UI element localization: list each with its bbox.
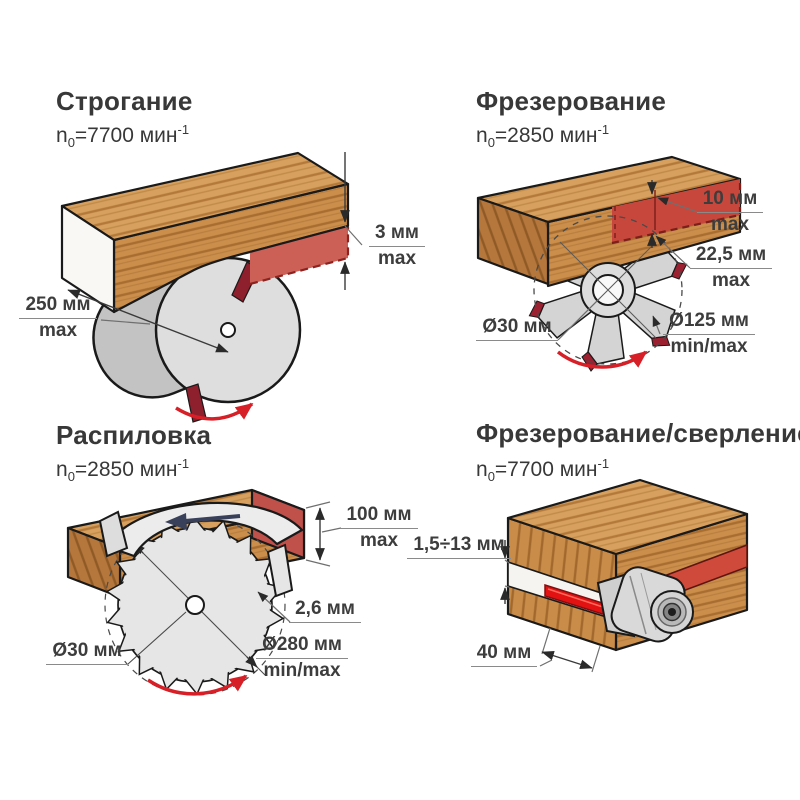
milled-groove bbox=[612, 179, 740, 243]
blade-guard bbox=[98, 501, 304, 558]
planing-speed: n0=7700 мин-1 bbox=[56, 122, 190, 151]
sawing-speed: n0=2850 мин-1 bbox=[56, 456, 190, 485]
sawing-illustration bbox=[66, 488, 342, 696]
dim-sawing-bore: Ø30 мм bbox=[44, 640, 130, 665]
guard-arrow-icon bbox=[184, 514, 241, 523]
dim-planing-depth: 3 мм max bbox=[358, 222, 436, 270]
milling-title: Фрезерование bbox=[476, 86, 666, 116]
drilling-illustration bbox=[500, 478, 749, 673]
dim-milling-pass: 10 мм max bbox=[692, 188, 768, 236]
dim-drilling-depth: 40 мм bbox=[468, 642, 540, 667]
milling-speed: n0=2850 мин-1 bbox=[476, 122, 610, 151]
sawing-dimension-lines bbox=[257, 501, 342, 623]
planing-illustration bbox=[60, 151, 363, 423]
milling-cutter-front bbox=[533, 215, 683, 365]
rotation-arrow-icon bbox=[147, 674, 248, 696]
rotation-arrow-icon bbox=[556, 350, 648, 369]
planing-dimension-lines bbox=[67, 152, 363, 353]
dim-milling-cutter: Ø125 мм min/max bbox=[656, 310, 762, 358]
chuck-bore bbox=[668, 608, 676, 616]
planing-title: Строгание bbox=[56, 86, 193, 116]
cut-layer bbox=[250, 226, 348, 284]
drilling-workpiece bbox=[506, 478, 749, 652]
sawing-title: Распиловка bbox=[56, 420, 212, 450]
guard-arrow-icon bbox=[165, 513, 187, 530]
milling-dimension-lines bbox=[557, 180, 698, 341]
riving-knife bbox=[266, 543, 294, 598]
dim-planing-width: 250 мм max bbox=[10, 294, 106, 342]
milling-illustration bbox=[476, 155, 742, 372]
planing-workpiece bbox=[60, 151, 350, 314]
rotation-arrow-icon bbox=[175, 402, 254, 421]
dim-sawing-height: 100 мм max bbox=[336, 504, 422, 552]
blade-bore-hole bbox=[185, 595, 205, 615]
dim-drilling-chuck-range: 1,5÷13 мм bbox=[407, 534, 511, 559]
drilling-speed: n0=7700 мин-1 bbox=[476, 456, 610, 485]
cutting-circle-dashed bbox=[533, 215, 683, 365]
dim-milling-depth: 22,5 мм max bbox=[686, 244, 776, 292]
dim-sawing-blade: Ø280 мм min/max bbox=[248, 634, 356, 682]
drilling-title: Фрезерование/сверление bbox=[476, 418, 800, 448]
drill-chuck bbox=[596, 566, 694, 643]
dim-sawing-kerf: 2,6 мм bbox=[286, 598, 364, 623]
drum-axis-hole bbox=[220, 322, 236, 338]
milling-workpiece bbox=[476, 155, 742, 288]
drilling-dimension-lines bbox=[500, 540, 601, 673]
dim-milling-bore: Ø30 мм bbox=[474, 316, 560, 341]
